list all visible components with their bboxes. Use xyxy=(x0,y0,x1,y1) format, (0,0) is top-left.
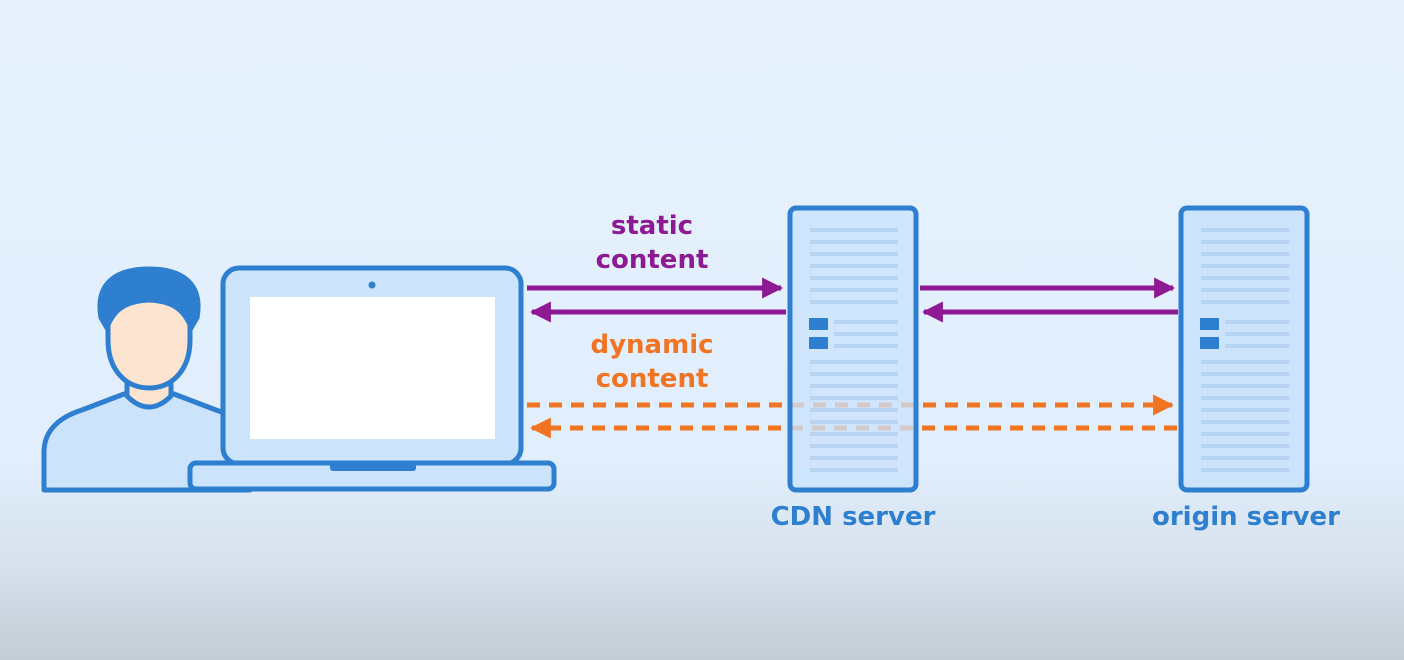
static-arrows xyxy=(527,277,1178,323)
origin-server-icon xyxy=(1178,205,1310,493)
dynamic-content-label-line1: dynamic xyxy=(590,330,714,360)
laptop-trackpad-notch xyxy=(330,463,416,471)
origin-server-vents xyxy=(1201,228,1289,472)
cdn-server-label: CDN server xyxy=(770,502,936,532)
user-hair xyxy=(97,266,201,332)
static-content-label: static content xyxy=(552,209,752,277)
dynamic-arrows xyxy=(527,394,1177,439)
origin-server-indicator-1 xyxy=(1200,318,1219,330)
origin-server-indicator-2 xyxy=(1200,337,1219,349)
dynamic-content-label: dynamic content xyxy=(552,328,752,396)
cdn-server-indicator-1 xyxy=(809,318,828,330)
cdn-server-vents xyxy=(810,228,898,472)
cdn-server-indicator-2 xyxy=(809,337,828,349)
dynamic-content-label-line2: content xyxy=(595,364,709,394)
laptop-screen xyxy=(250,297,495,439)
origin-server-label: origin server xyxy=(1151,502,1341,532)
static-content-label-line2: content xyxy=(595,245,709,275)
laptop-icon xyxy=(187,265,557,492)
static-content-label-line1: static xyxy=(610,211,694,241)
cdn-server-icon xyxy=(787,205,919,493)
user-icon xyxy=(41,266,253,493)
laptop-camera xyxy=(368,281,376,289)
